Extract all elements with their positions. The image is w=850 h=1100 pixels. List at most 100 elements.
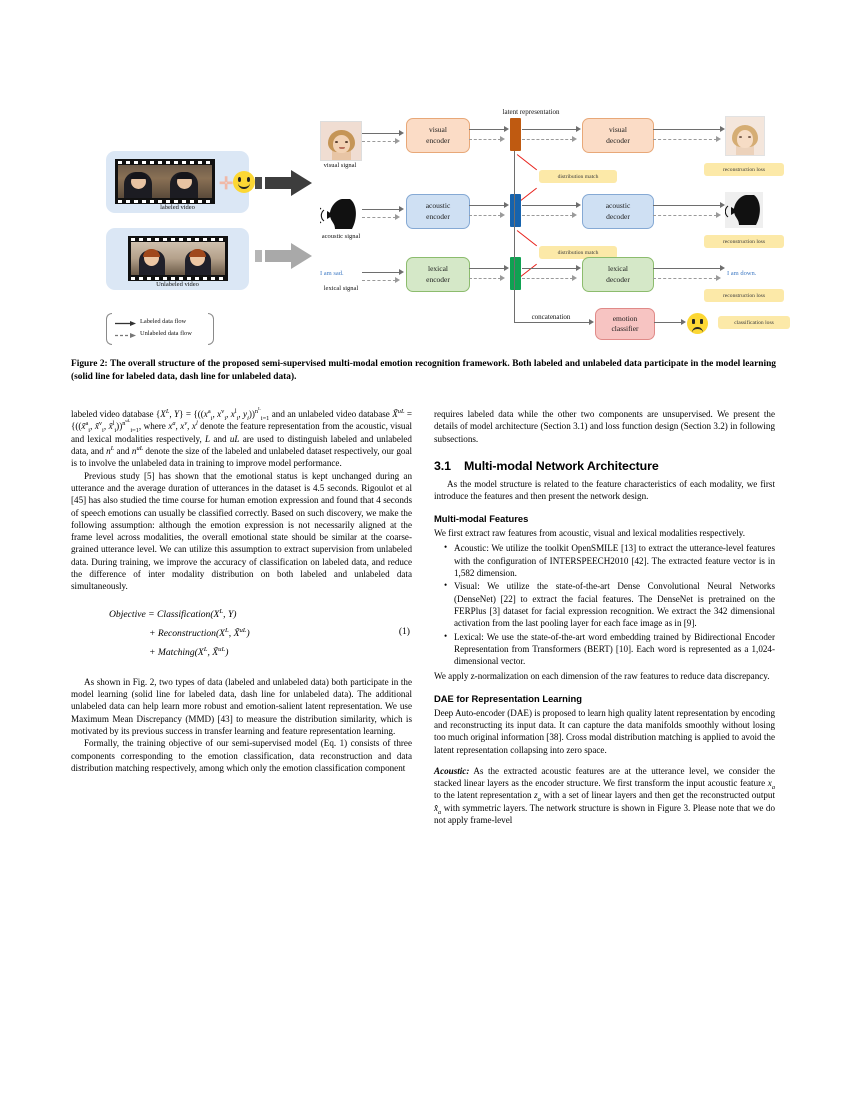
concatenation-arrow-line bbox=[514, 322, 590, 324]
acoustic-decoder-label-2: decoder bbox=[606, 211, 630, 221]
concatenation-bus-line bbox=[514, 151, 516, 323]
def-tail2: are used to distinguish labeled and unla… bbox=[71, 433, 412, 456]
acoustic-body-a: As the extracted acoustic features are a… bbox=[434, 765, 775, 789]
distribution-match-box-2: distribution match bbox=[539, 246, 617, 259]
lexical-latent-vector bbox=[510, 257, 521, 290]
lexical-decoder-box: lexical decoder bbox=[582, 257, 654, 292]
lexical-encoder-label-2: encoder bbox=[426, 274, 450, 284]
section-title: Multi-modal Network Architecture bbox=[464, 458, 659, 473]
paragraph-formally: Formally, the training objective of our … bbox=[71, 738, 412, 773]
subheading-multimodal-features: Multi-modal Features bbox=[434, 513, 529, 525]
equation-line-3: + Matching(XL, X̃uL) bbox=[149, 645, 229, 658]
acoustic-encoder-label-2: encoder bbox=[426, 211, 450, 221]
unlabeled-video-caption: Unlabeled video bbox=[156, 281, 199, 288]
legend-brace-left bbox=[106, 313, 112, 345]
paragraph-requires-labeled: requires labeled data while the other tw… bbox=[434, 409, 775, 444]
acoustic-body-c: with a set of linear layers and then get… bbox=[540, 790, 775, 801]
unlabeled-video-filmstrip bbox=[128, 236, 228, 281]
figure-caption: Figure 2: The overall structure of the p… bbox=[71, 359, 776, 382]
plus-icon: ✛ bbox=[219, 174, 234, 193]
acoustic-body-d: with symmetric layers. The network struc… bbox=[434, 802, 775, 826]
paragraph-raw-features: We first extract raw features from acous… bbox=[434, 528, 746, 539]
section-number: 3.1 bbox=[434, 458, 451, 473]
left-text-column: labeled video database {XL, Y} = {((xai,… bbox=[71, 405, 413, 774]
latent-representation-label: latent representation bbox=[502, 108, 560, 116]
acoustic-runin-label: Acoustic: bbox=[434, 765, 470, 776]
subheading-dae: DAE for Representation Learning bbox=[434, 692, 582, 704]
lexical-signal-text: I am sad. bbox=[320, 270, 344, 277]
distribution-match-box-1: distribution match bbox=[539, 170, 617, 183]
visual-encoder-label-1: visual bbox=[429, 125, 447, 135]
sad-face-icon bbox=[687, 313, 708, 334]
emotion-classifier-label-1: emotion bbox=[612, 313, 638, 323]
paragraph-definitions: labeled video database {XL, Y} = {((xai,… bbox=[71, 405, 413, 469]
visual-encoder-label-2: encoder bbox=[426, 135, 450, 145]
acoustic-decoder-label-1: acoustic bbox=[605, 201, 631, 211]
unlabeled-flow-arrow-icon bbox=[255, 243, 312, 269]
visual-reconstruction-image bbox=[725, 116, 765, 156]
emotion-classifier-label-2: classifier bbox=[611, 324, 639, 333]
equation-line-2: + Reconstruction(XL, X̃uL) bbox=[149, 626, 250, 639]
bullet-lexical: Lexical: We use the state-of-the-art wor… bbox=[444, 630, 775, 668]
lexical-signal-label: lexical signal bbox=[323, 285, 359, 292]
visual-reconstruction-loss-box: reconstruction loss bbox=[704, 163, 784, 176]
match-line-acoustic-lower bbox=[516, 230, 538, 247]
lexical-encoder-label-1: lexical bbox=[428, 264, 448, 274]
acoustic-reconstruction-image bbox=[725, 192, 763, 228]
acoustic-reconstruction-loss-box: reconstruction loss bbox=[704, 235, 784, 248]
labeled-video-card: ✛ labeled video bbox=[106, 151, 255, 213]
lexical-output-text: I am down. bbox=[727, 270, 757, 277]
acoustic-decoder-box: acoustic decoder bbox=[582, 194, 654, 229]
acoustic-encoder-box: acoustic encoder bbox=[406, 194, 470, 229]
lexical-decoder-label-1: lexical bbox=[608, 264, 628, 274]
visual-encoder-box: visual encoder bbox=[406, 118, 470, 153]
visual-decoder-box: visual decoder bbox=[582, 118, 654, 153]
happy-face-icon bbox=[233, 171, 255, 193]
feature-bullet-list: Acoustic: We utilize the toolkit OpenSMI… bbox=[434, 541, 775, 668]
visual-decoder-label-1: visual bbox=[609, 125, 627, 135]
lexical-encoder-box: lexical encoder bbox=[406, 257, 470, 292]
paragraph-model-structure: As the model structure is related to the… bbox=[434, 478, 775, 502]
def-tail: denote the feature representation from t… bbox=[71, 421, 413, 444]
acoustic-signal-label: acoustic signal bbox=[321, 233, 361, 240]
section-heading-3-1: 3.1 Multi-modal Network Architecture bbox=[434, 458, 775, 475]
unlabeled-video-card: Unlabeled video bbox=[106, 228, 249, 290]
labeled-video-filmstrip bbox=[115, 159, 215, 204]
legend-unlabeled-label: Unlabeled data flow bbox=[140, 330, 192, 337]
acoustic-latent-vector bbox=[510, 194, 521, 227]
equation-1: Objective = Classification(XL, Y) + Reco… bbox=[71, 607, 412, 660]
visual-latent-vector bbox=[510, 118, 521, 151]
paragraph-acoustic-detail: Acoustic: As the extracted acoustic feat… bbox=[434, 765, 775, 826]
bullet-acoustic: Acoustic: We utilize the toolkit OpenSMI… bbox=[444, 541, 775, 579]
legend-labeled-label: Labeled data flow bbox=[140, 318, 187, 325]
def-tail3: denote the size of the labeled and unlab… bbox=[71, 445, 412, 469]
match-line-visual-upper bbox=[516, 154, 538, 171]
legend-brace-right bbox=[208, 313, 214, 345]
labeled-flow-arrow-icon bbox=[255, 170, 312, 196]
labeled-video-caption: labeled video bbox=[160, 204, 195, 211]
solid-arrow-icon bbox=[115, 321, 136, 326]
paragraph-dae-body: Deep Auto-encoder (DAE) is proposed to l… bbox=[434, 707, 775, 755]
visual-decoder-label-2: decoder bbox=[606, 135, 630, 145]
visual-signal-label: visual signal bbox=[323, 162, 357, 169]
classification-loss-box: classification loss bbox=[718, 316, 790, 329]
emotion-classifier-box: emotion classifier bbox=[595, 308, 655, 340]
figure-legend: Labeled data flow Unlabeled data flow bbox=[106, 313, 214, 345]
acoustic-signal-image bbox=[320, 196, 360, 232]
paragraph-previous-study: Previous study [5] has shown that the em… bbox=[71, 470, 412, 592]
dashed-arrow-icon bbox=[115, 333, 136, 338]
acoustic-encoder-label-1: acoustic bbox=[425, 201, 451, 211]
equation-number: (1) bbox=[398, 625, 410, 637]
paragraph-fig2-reference: As shown in Fig. 2, two types of data (l… bbox=[71, 676, 412, 736]
bullet-visual: Visual: We utilize the state-of-the-art … bbox=[444, 579, 775, 629]
def-mid: and an unlabeled video database bbox=[269, 409, 393, 419]
concatenation-label: concatenation bbox=[531, 313, 571, 321]
paragraph-znormalization: We apply z-normalization on each dimensi… bbox=[434, 670, 770, 681]
lexical-decoder-label-2: decoder bbox=[606, 274, 630, 284]
def-intro: labeled video database { bbox=[71, 409, 161, 419]
figure-2-diagram: ✛ labeled video bbox=[70, 108, 790, 353]
lexical-reconstruction-loss-box: reconstruction loss bbox=[704, 289, 784, 302]
visual-signal-image bbox=[320, 121, 362, 161]
equation-line-1: Objective = Classification(XL, Y) bbox=[109, 607, 237, 620]
